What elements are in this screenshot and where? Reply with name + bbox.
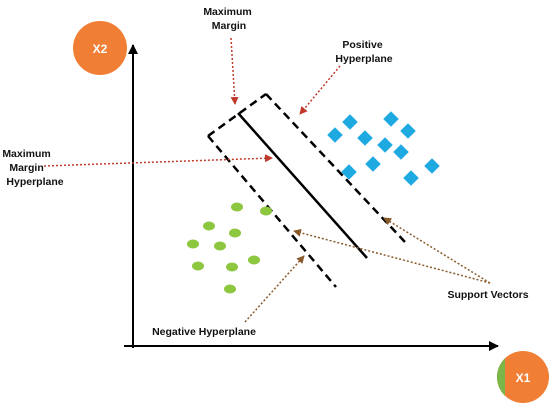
- data-point: [400, 123, 416, 139]
- positive-hyperplane-line: [265, 93, 406, 243]
- data-point: [226, 262, 238, 272]
- data-point: [203, 221, 215, 231]
- negative-points: [187, 202, 272, 294]
- data-point: [192, 261, 204, 271]
- data-point: [365, 156, 381, 172]
- data-point: [383, 111, 399, 127]
- data-point: [224, 284, 236, 294]
- x1-axis-label: X1: [516, 371, 531, 385]
- maximum-margin-hyperplane-arrow: [43, 154, 273, 167]
- data-point: [327, 127, 343, 143]
- negative-hyperplane-line: [207, 135, 337, 288]
- data-point: [187, 239, 199, 249]
- positive-hyperplane-label: Positive Hyperplane: [335, 39, 392, 65]
- data-point: [377, 137, 393, 153]
- data-point: [229, 228, 241, 238]
- data-point: [393, 144, 409, 160]
- positive-hyperplane-line: [207, 92, 267, 138]
- maximum-margin-label: Maximum Margin: [203, 6, 254, 32]
- maximum-margin-arrow: [230, 37, 239, 105]
- support-vectors-arrow: [383, 217, 491, 284]
- data-point: [342, 114, 358, 130]
- maximum-margin-hyperplane-line: [237, 112, 368, 259]
- negative-hyperplane-label: Negative Hyperplane: [152, 326, 256, 338]
- positive-points: [327, 111, 440, 186]
- positive-hyperplane-arrow: [299, 65, 341, 115]
- maximum-margin-hyperplane-label: Maximum Margin Hyperplane: [2, 148, 63, 188]
- data-point: [231, 202, 243, 212]
- data-point: [403, 170, 419, 186]
- negative-hyperplane-arrow: [244, 255, 305, 323]
- x1-badge: X1: [497, 351, 549, 403]
- data-point: [424, 158, 440, 174]
- data-point: [214, 241, 226, 251]
- data-point: [341, 164, 357, 180]
- data-point: [260, 206, 272, 216]
- data-point: [357, 130, 373, 146]
- data-point: [248, 255, 260, 265]
- support-vectors-arrow: [293, 228, 491, 284]
- x2-badge: X2: [73, 21, 127, 75]
- support-vectors-label: Support Vectors: [447, 289, 528, 301]
- x2-axis-label: X2: [93, 42, 108, 56]
